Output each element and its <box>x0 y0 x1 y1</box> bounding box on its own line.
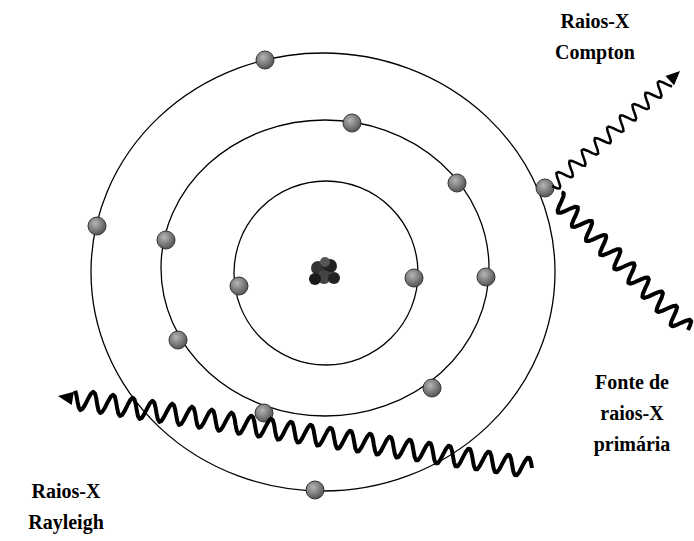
label-text: Fonte de raios-X primária <box>580 367 684 460</box>
electron <box>88 217 106 235</box>
electron <box>405 269 423 287</box>
electron <box>477 268 495 286</box>
electron <box>536 179 554 197</box>
x-ray-waves <box>58 71 691 475</box>
electron <box>256 51 274 69</box>
primary-x-ray <box>558 193 692 331</box>
electron <box>169 331 187 349</box>
arrow-head <box>58 392 74 405</box>
electron <box>343 114 361 132</box>
electrons <box>88 51 554 499</box>
electron <box>448 174 466 192</box>
electron <box>157 231 175 249</box>
rayleigh-x-ray <box>75 391 532 476</box>
electron <box>423 379 441 397</box>
electron <box>230 277 248 295</box>
arrow-head <box>665 71 680 85</box>
outer-orbit <box>91 53 555 491</box>
label-text: Raios-X Rayleigh <box>14 476 118 538</box>
inner-orbit <box>234 181 418 365</box>
nucleus <box>309 257 340 285</box>
electron <box>306 481 324 499</box>
label-text: Raios-X Compton <box>543 6 647 68</box>
compton-x-ray <box>552 81 672 188</box>
middle-orbit <box>161 120 489 416</box>
